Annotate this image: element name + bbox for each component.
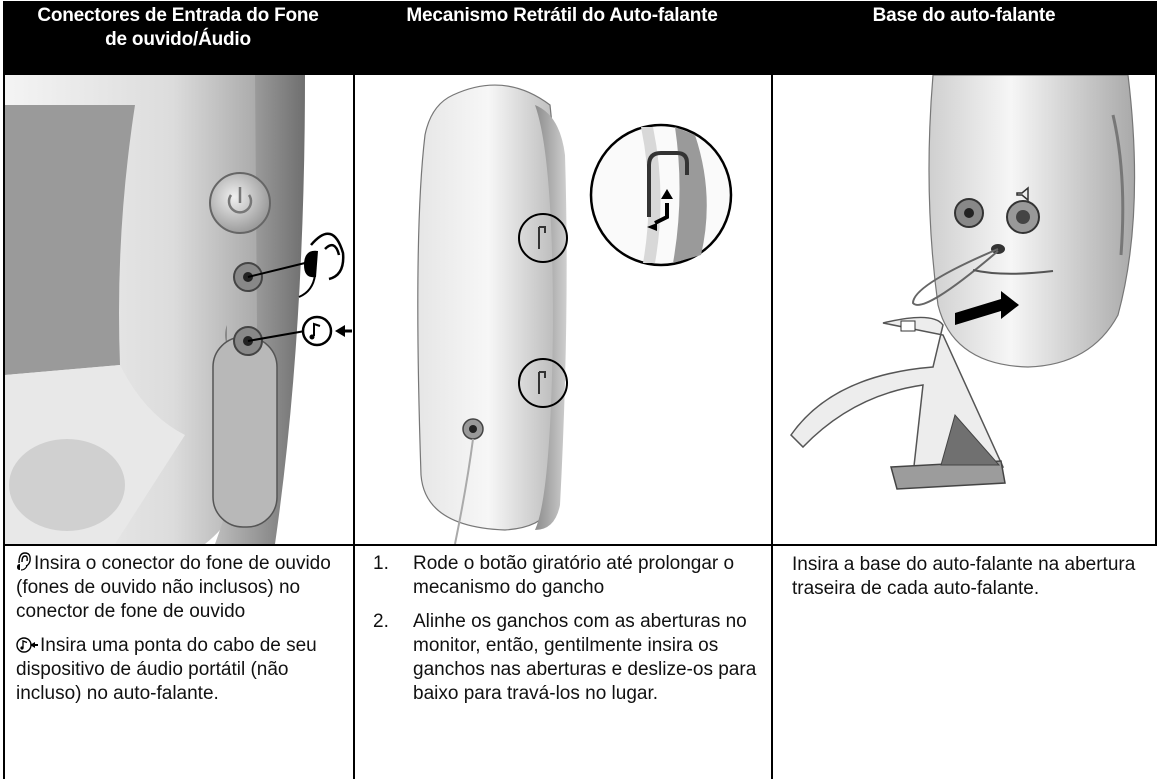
step-text: Alinhe os ganchos com as aberturas no mo… [413, 611, 757, 704]
speaker-jacks-drawing [5, 75, 352, 544]
jacks-illustration [3, 73, 355, 546]
hook-instructions: 1. Rode o botão giratório até prolongar … [353, 546, 773, 779]
base-instruction-text: Insira a base do auto-falante na abertur… [792, 554, 1136, 599]
audio-in-instruction-text: Insira uma ponta do cabo de seu disposit… [16, 635, 317, 704]
header-speaker-base: Base do auto-falante [771, 1, 1157, 73]
audio-in-icon [16, 636, 38, 654]
step-item: 2. Alinhe os ganchos com as aberturas no… [373, 610, 761, 706]
speaker-base-drawing [790, 75, 1136, 490]
step-text: Rode o botão giratório até prolongar o m… [413, 553, 735, 598]
hook-mechanism-illustration [353, 73, 773, 546]
headphone-icon [16, 552, 32, 572]
headphone-instruction-text: Insira o conector do fone de ouvido (fon… [16, 553, 331, 622]
header-retractable-mechanism: Mecanismo Retrátil do Auto-falante [353, 1, 771, 73]
speaker-base-illustration [771, 73, 1157, 546]
step-number: 2. [373, 611, 389, 632]
step-item: 1. Rode o botão giratório até prolongar … [373, 552, 761, 600]
header-line-1: Conectores de Entrada do Fone [37, 5, 319, 26]
header-line-1: Base do auto-falante [872, 5, 1056, 26]
header-headphone-audio-jacks: Conectores de Entrada do Fone de ouvido/… [3, 1, 353, 73]
audio-in-instruction: Insira uma ponta do cabo de seu disposit… [16, 634, 345, 706]
jacks-instructions: Insira o conector do fone de ouvido (fon… [3, 546, 355, 779]
base-instructions: Insira a base do auto-falante na abertur… [771, 546, 1157, 779]
speaker-hook-drawing [417, 84, 733, 544]
header-line-2: de ouvido/Áudio [105, 29, 251, 50]
hook-steps-list: 1. Rode o botão giratório até prolongar … [373, 552, 761, 706]
headphone-instruction: Insira o conector do fone de ouvido (fon… [16, 552, 345, 624]
step-number: 1. [373, 553, 389, 574]
instruction-table: Conectores de Entrada do Fone de ouvido/… [3, 1, 1157, 779]
header-line-1: Mecanismo Retrátil do Auto-falante [406, 5, 718, 26]
